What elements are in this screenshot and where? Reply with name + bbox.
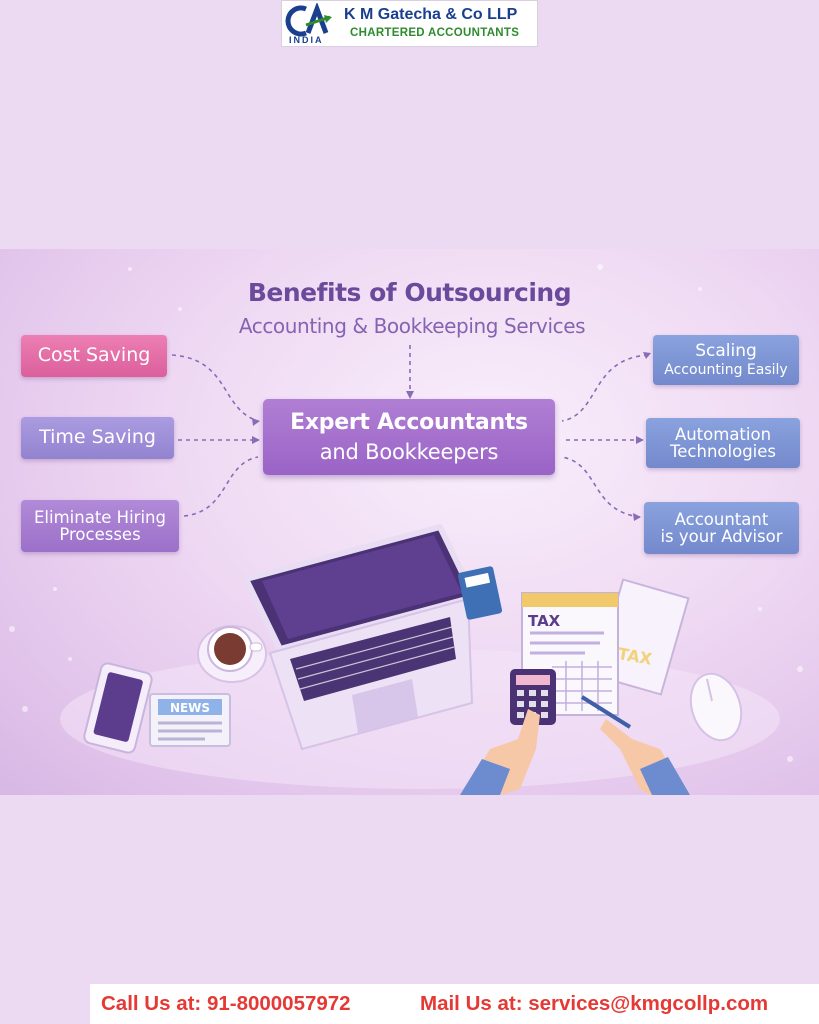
news-label: NEWS — [170, 701, 210, 715]
benefits-banner: TAX TAX NEWS Benefits of Outsourci — [0, 249, 819, 795]
center-line2: and Bookkeepers — [319, 440, 499, 464]
benefit-label-line1: Automation — [674, 424, 772, 444]
logo-country: INDIA — [289, 35, 324, 45]
firm-name: K M Gatecha & Co LLP — [344, 6, 518, 23]
notebook-icon — [457, 566, 503, 620]
banner-title: Benefits of Outsourcing — [247, 278, 572, 307]
benefit-label-line1: Scaling — [695, 340, 757, 361]
hands-illustration — [460, 695, 690, 795]
banner-illustration: TAX TAX NEWS — [9, 264, 803, 795]
benefit-automation: Automation Technologies — [646, 418, 800, 468]
benefit-label-line2: Accounting Easily — [664, 361, 788, 378]
banner-subtitle: Accounting & Bookkeeping Services — [238, 314, 586, 338]
benefit-label-line2: Processes — [59, 525, 141, 544]
benefit-scaling: Scaling Accounting Easily — [653, 335, 799, 385]
mail-us-text[interactable]: Mail Us at: services@kmgcollp.com — [420, 992, 769, 1015]
benefit-label-line2: is your Advisor — [660, 527, 783, 546]
contact-footer: Call Us at: 91-8000057972 Mail Us at: se… — [90, 984, 819, 1024]
benefit-label-line2: Technologies — [670, 442, 776, 461]
center-line1: Expert Accountants — [290, 410, 528, 435]
benefit-label: Cost Saving — [37, 344, 151, 367]
center-expert-accountants: Expert Accountants and Bookkeepers — [263, 399, 555, 475]
coffee-cup-icon — [197, 625, 267, 683]
laptop-icon — [243, 524, 477, 751]
benefit-cost-saving: Cost Saving — [21, 335, 167, 377]
benefit-label: Time Saving — [39, 426, 156, 449]
benefit-eliminate-hiring: Eliminate Hiring Processes — [21, 500, 179, 552]
connector-lines — [171, 345, 649, 518]
newspaper-icon — [149, 693, 231, 747]
ca-india-emblem-icon — [285, 3, 332, 37]
benefit-time-saving: Time Saving — [21, 417, 174, 459]
benefit-label-line1: Accountant — [674, 509, 769, 529]
smartphone-icon — [83, 662, 153, 754]
firm-subtitle: CHARTERED ACCOUNTANTS — [350, 27, 520, 39]
calculator-icon — [510, 669, 556, 725]
call-us-text[interactable]: Call Us at: 91-8000057972 — [101, 992, 351, 1015]
benefit-advisor: Accountant is your Advisor — [644, 502, 799, 554]
benefit-label-line1: Eliminate Hiring — [34, 507, 166, 527]
tax-label: TAX — [528, 612, 561, 630]
computer-mouse-icon — [689, 672, 743, 742]
firm-logo: INDIA K M Gatecha & Co LLP CHARTERED ACC… — [281, 0, 538, 47]
